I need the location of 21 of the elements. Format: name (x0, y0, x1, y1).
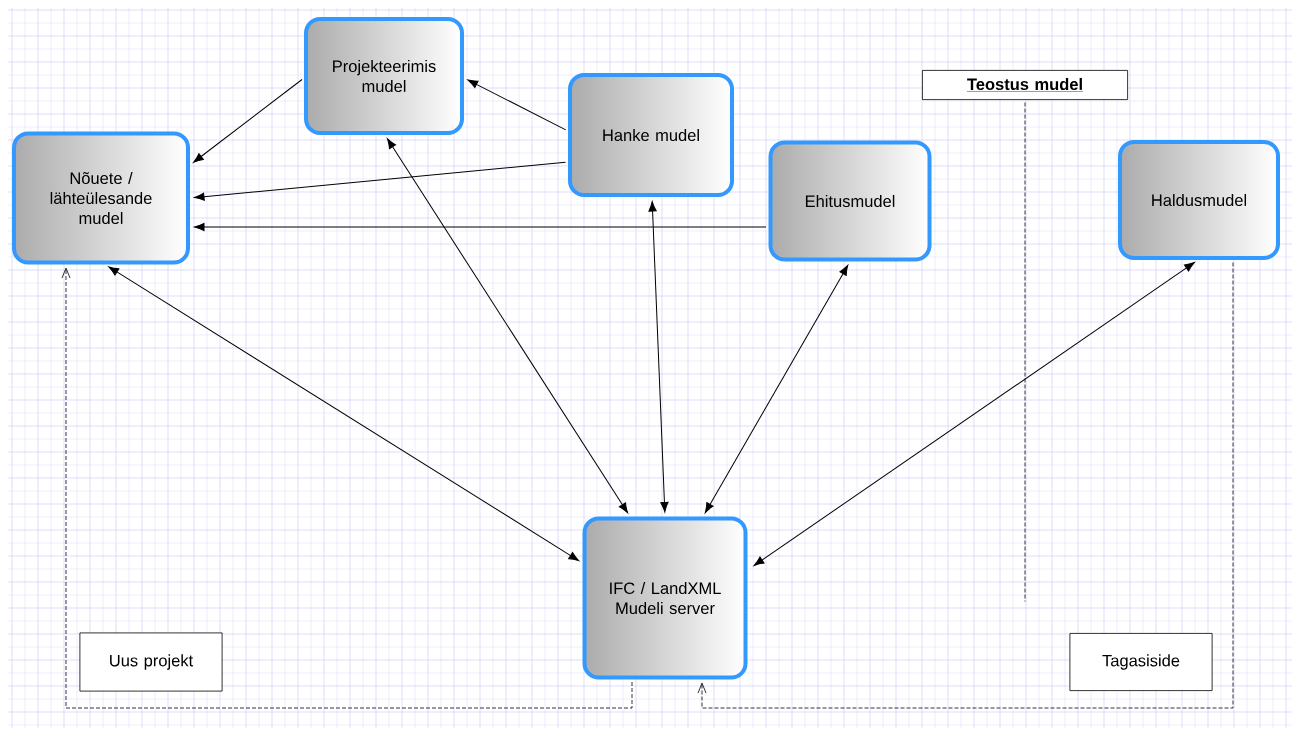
arrow (648, 201, 669, 513)
title-box: Teostus mudel (922, 70, 1128, 100)
model-box: Projekteerimis mudel (304, 17, 464, 135)
label-box: Tagasiside (1069, 633, 1213, 691)
dashed-line (1024, 102, 1026, 602)
arrow (697, 262, 1234, 709)
label-box: Uus projekt (79, 632, 223, 692)
arrow (386, 138, 629, 514)
arrow (467, 79, 567, 131)
model-box: Haldusmudel (1118, 140, 1280, 260)
arrow (194, 222, 767, 232)
arrow (108, 266, 580, 562)
model-box: Hanke mudel (568, 73, 734, 197)
model-box: Ehitusmudel (768, 140, 932, 262)
arrow (193, 79, 303, 163)
arrow (704, 264, 849, 514)
arrow (61, 267, 633, 709)
model-box: Nõuete / lähteülesande mudel (12, 131, 190, 265)
arrow (194, 161, 566, 201)
model-box: IFC / LandXML Mudeli server (582, 516, 748, 680)
arrow (753, 262, 1195, 566)
